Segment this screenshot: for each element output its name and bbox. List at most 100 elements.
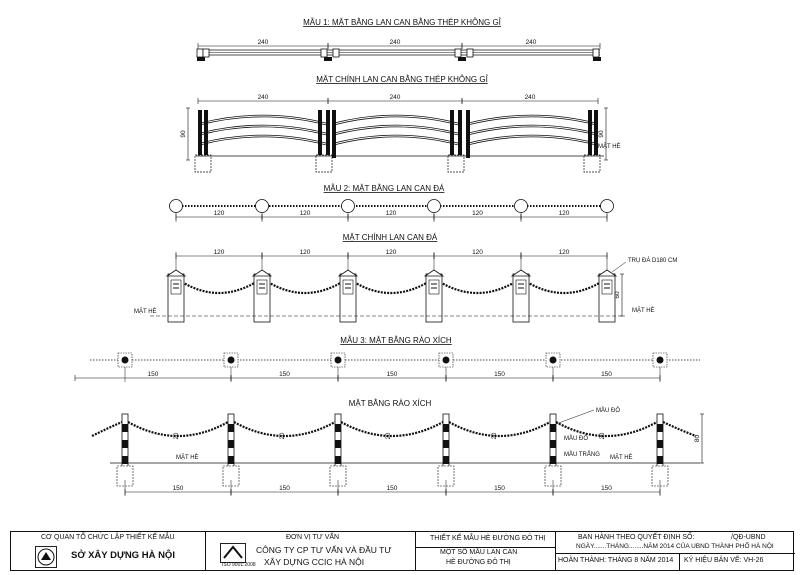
red-band — [228, 424, 234, 432]
dimension-label-20: 20 — [386, 432, 392, 439]
iso-text: ISO 9001:2008 — [222, 562, 256, 568]
post-footing — [583, 154, 601, 173]
steel-post — [318, 110, 322, 158]
dim-240: 240 — [390, 39, 401, 46]
chain-swag — [555, 421, 658, 437]
stone-post-cap — [510, 269, 532, 277]
chain-swag — [526, 281, 602, 295]
dim-150: 150 — [279, 485, 290, 492]
dim-240: 240 — [525, 94, 536, 101]
consultant-name-2: XÂY DỰNG CCIC HÀ NỘI — [264, 557, 365, 567]
consultant-cell: ĐƠN VỊ TƯ VẤN ISO 9001:2008 CÔNG TY CP T… — [206, 532, 416, 570]
steel-post — [326, 110, 330, 158]
section-title-3b: MẶT BẰNG RÀO XÍCH — [349, 399, 432, 408]
stone-post-plan — [600, 199, 614, 213]
steel-post — [450, 110, 454, 158]
chain-swag — [353, 281, 429, 295]
post-plan — [466, 48, 474, 58]
dim-120: 120 — [472, 210, 483, 217]
chain-post-plan — [227, 356, 235, 364]
chain-post-plan — [656, 356, 664, 364]
stone-post-ornament — [256, 279, 268, 295]
org-name: SỞ XÂY DỰNG HÀ NỘI — [71, 550, 175, 561]
org-cell: CƠ QUAN TỔ CHỨC LẬP THIẾT KẾ MẪU SỞ XÂY … — [11, 532, 206, 570]
red-band — [122, 424, 128, 432]
red-band — [228, 440, 234, 448]
dimension-label-20: 20 — [280, 432, 286, 439]
dim-120: 120 — [214, 249, 225, 256]
ornament-mark — [259, 283, 265, 289]
stone-post-ornament — [601, 279, 613, 295]
red-band — [335, 456, 341, 464]
dim-150: 150 — [279, 371, 290, 378]
dimension-label: 90 — [180, 130, 187, 138]
curved-rail-inner — [333, 135, 459, 145]
issue-cell: BAN HÀNH THEO QUYẾT ĐỊNH SỐ: /QĐ-UBND NG… — [556, 532, 795, 571]
steel-post — [588, 110, 592, 158]
red-band — [443, 456, 449, 464]
ornament-mark — [604, 283, 610, 289]
post-footing — [194, 154, 212, 173]
stone-post-cap — [337, 269, 359, 277]
chain-swag — [340, 421, 444, 437]
dimension-label: 60 — [614, 291, 621, 299]
chain-post-plan — [121, 356, 129, 364]
stone-post — [167, 273, 185, 323]
steel-post — [458, 110, 462, 158]
post-base-plan — [197, 57, 205, 61]
issued-line-1: BAN HÀNH THEO QUYẾT ĐỊNH SỐ: — [578, 534, 695, 541]
stone-post-plan — [255, 199, 269, 213]
section-title-2b: MẶT CHÍNH LAN CAN ĐÁ — [343, 233, 438, 242]
red-band — [657, 424, 663, 432]
stone-post-plan — [427, 199, 441, 213]
dim-120: 120 — [559, 249, 570, 256]
curved-rail-inner — [333, 125, 459, 135]
dim-150: 150 — [601, 485, 612, 492]
steel-post — [204, 110, 208, 158]
chain-swag — [439, 281, 516, 295]
chain-swag — [448, 421, 551, 437]
dimension-label: 80 — [694, 435, 701, 443]
red-band — [443, 424, 449, 432]
dim-120: 120 — [559, 210, 570, 217]
stone-post-ornament — [170, 279, 182, 295]
stone-post-plan — [169, 199, 183, 213]
completed-date: HOÀN THÀNH: THÁNG 8 NĂM 2014 — [558, 557, 674, 564]
chain-swag — [91, 420, 123, 437]
chain-swag — [662, 421, 697, 438]
design-line-3: HÈ ĐƯỜNG ĐÔ THỊ — [446, 559, 511, 566]
post-footing — [447, 154, 465, 173]
design-line-2: MỘT SỐ MẪU LAN CAN — [440, 549, 518, 556]
chain-post-plan — [442, 356, 450, 364]
post-base-plan — [458, 57, 466, 61]
red-band — [335, 440, 341, 448]
stone-post-cap — [423, 269, 445, 277]
mat-he-label: MẶT HÈ — [598, 143, 621, 150]
dim-150: 150 — [148, 371, 159, 378]
dim-150: 150 — [494, 485, 505, 492]
dim-240: 240 — [526, 39, 537, 46]
mat-he-label: MẶT HÈ — [610, 454, 633, 461]
mat-he-label: MẶT HÈ — [176, 454, 199, 461]
section-title-1: MẪU 1: MẶT BẰNG LAN CAN BẰNG THÉP KHÔNG … — [303, 18, 502, 27]
chain-swag — [233, 421, 336, 437]
stone-post — [339, 273, 357, 323]
post-plan — [332, 48, 340, 58]
post-footing — [315, 154, 333, 173]
issued-line-2: NGÀY.......THÁNG........NĂM 2014 CỦA UBN… — [576, 543, 774, 550]
issued-line-1b: /QĐ-UBND — [731, 534, 766, 541]
steel-post — [594, 110, 598, 158]
dim-150: 150 — [173, 485, 184, 492]
curved-rail-inner — [199, 125, 327, 135]
post-base-plan — [324, 57, 332, 61]
tru-da-label: TRỤ ĐÁ D180 CM — [628, 257, 677, 264]
red-band — [550, 440, 556, 448]
post-base-plan — [593, 57, 601, 61]
stone-post-ornament — [515, 279, 527, 295]
org-logo — [35, 546, 57, 568]
post-plan — [592, 48, 600, 58]
ornament-mark — [345, 283, 351, 289]
